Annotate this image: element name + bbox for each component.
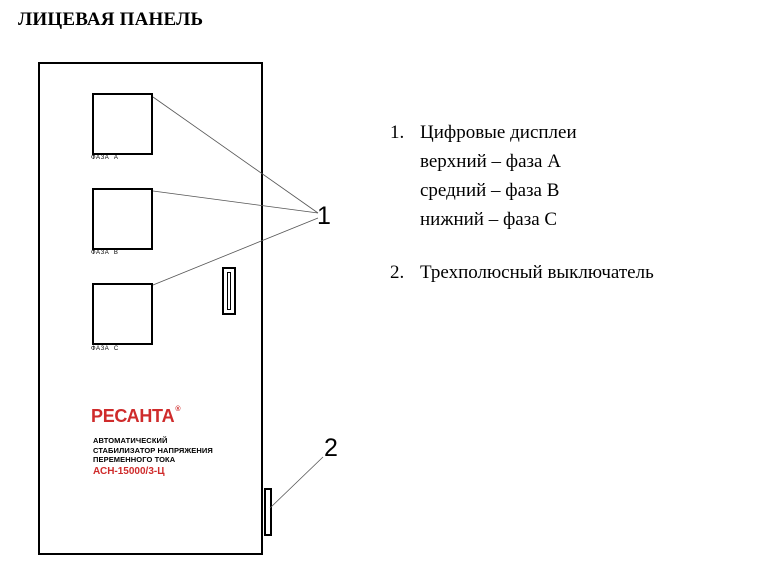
indicator-slot: [222, 267, 236, 315]
phase-a-display: [92, 93, 153, 155]
brand-name: РЕСАНТА: [91, 406, 175, 426]
leader-line-phase-a: [152, 96, 319, 214]
legend-subitem: нижний – фаза С: [420, 209, 558, 230]
legend-number: 1.: [390, 122, 405, 143]
legend-subitem: верхний – фаза А: [420, 151, 561, 172]
legend-item-2: 2. Трехполюсный выключатель: [390, 258, 654, 287]
three-pole-switch[interactable]: [264, 488, 272, 536]
leader-line-phase-b: [152, 190, 319, 214]
phase-b-display: [92, 188, 153, 250]
brand-registered-mark: ®: [175, 406, 181, 413]
phase-c-label: ФАЗА С: [91, 346, 119, 352]
legend-item-1: 1. Цифровые дисплеи: [390, 118, 654, 147]
callout-number-2: 2: [324, 434, 338, 462]
legend-text: Трехполюсный выключатель: [420, 262, 654, 283]
leader-line-phase-c: [152, 217, 319, 286]
description-line: СТАБИЛИЗАТОР НАПРЯЖЕНИЯ: [93, 445, 213, 455]
legend: 1. Цифровые дисплеи верхний – фаза А сре…: [390, 118, 654, 287]
legend-number: 2.: [390, 262, 405, 283]
description-line: ПЕРЕМЕННОГО ТОКА: [93, 455, 176, 464]
front-panel: [38, 62, 263, 555]
description-line: АВТОМАТИЧЕСКИЙ: [93, 436, 168, 445]
leader-line-switch: [269, 456, 324, 509]
phase-b-label: ФАЗА В: [91, 250, 119, 256]
callout-number-1: 1: [317, 202, 331, 230]
model-number: АСН-15000/3-Ц: [93, 466, 165, 477]
page-title: ЛИЦЕВАЯ ПАНЕЛЬ: [18, 9, 204, 30]
legend-subitem: средний – фаза В: [420, 180, 560, 201]
legend-text: Цифровые дисплеи: [420, 122, 577, 143]
phase-c-display: [92, 283, 153, 345]
phase-a-label: ФАЗА А: [91, 155, 119, 161]
product-description: АВТОМАТИЧЕСКИЙ СТАБИЛИЗАТОР НАПРЯЖЕНИЯ П…: [93, 436, 213, 465]
brand-logo: РЕСАНТА®: [91, 406, 180, 427]
